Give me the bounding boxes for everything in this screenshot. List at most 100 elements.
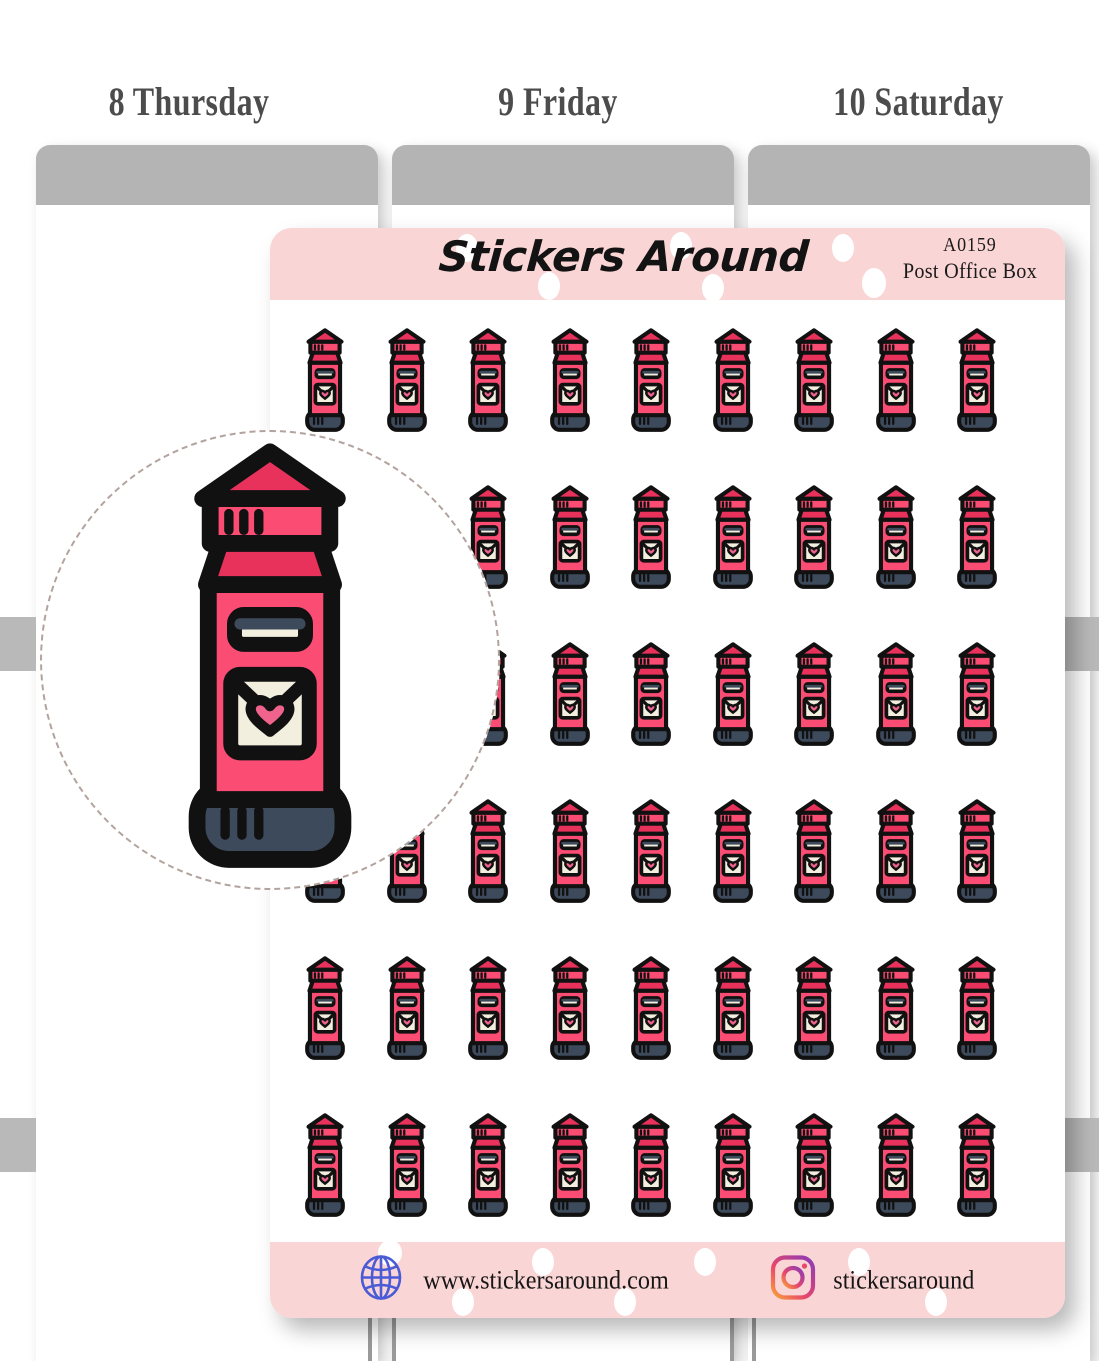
post-office-box-sticker-art <box>712 642 753 746</box>
post-office-box-sticker-art <box>875 956 916 1060</box>
post-office-box-sticker[interactable] <box>547 485 593 590</box>
post-office-box-sticker-art <box>712 328 753 432</box>
decorative-dot <box>538 272 560 300</box>
post-office-box-sticker[interactable] <box>547 799 593 904</box>
post-office-box-sticker[interactable] <box>873 642 919 747</box>
post-office-box-sticker[interactable] <box>302 956 348 1061</box>
decorative-dot <box>702 274 724 300</box>
post-office-box-sticker[interactable] <box>384 328 430 433</box>
post-office-box-sticker-art <box>305 328 345 432</box>
post-office-box-sticker[interactable] <box>873 799 919 904</box>
post-office-box-sticker[interactable] <box>384 1113 430 1218</box>
post-office-box-sticker-art <box>875 328 916 432</box>
post-office-box-sticker-art <box>631 1113 671 1217</box>
post-office-box-sticker[interactable] <box>547 328 593 433</box>
post-office-box-sticker[interactable] <box>710 799 756 904</box>
post-office-box-sticker[interactable] <box>628 642 674 747</box>
post-office-box-sticker-art <box>549 485 590 589</box>
post-office-box-sticker[interactable] <box>873 328 919 433</box>
post-office-box-sticker[interactable] <box>873 485 919 590</box>
post-office-box-sticker[interactable] <box>628 1113 674 1218</box>
post-office-box-sticker-art <box>712 956 753 1060</box>
instagram-link[interactable]: stickersaround <box>770 1255 980 1306</box>
post-office-box-sticker[interactable] <box>710 1113 756 1218</box>
post-office-box-sticker[interactable] <box>710 642 756 747</box>
decorative-dot <box>532 1248 554 1276</box>
post-office-box-sticker-art <box>957 1113 997 1217</box>
planner-side-tab-right-1[interactable] <box>1060 617 1099 671</box>
website-link[interactable]: www.stickersaround.com <box>360 1255 678 1306</box>
post-office-box-sticker-art <box>305 1113 345 1217</box>
post-office-box-sticker-art <box>188 443 352 868</box>
sticker-grid <box>270 300 1065 1318</box>
post-office-box-sticker[interactable] <box>791 1113 837 1218</box>
post-office-box-sticker[interactable] <box>791 956 837 1061</box>
post-office-box-sticker[interactable] <box>791 328 837 433</box>
decorative-dot <box>452 1288 474 1316</box>
post-office-box-sticker[interactable] <box>791 799 837 904</box>
post-office-box-sticker[interactable] <box>873 956 919 1061</box>
post-office-box-sticker-art <box>794 485 834 589</box>
planner-page-header-1 <box>36 145 378 205</box>
post-office-box-sticker-art <box>468 1113 508 1217</box>
planner-side-tab-right-2[interactable] <box>1060 1118 1099 1172</box>
post-office-box-sticker-art <box>305 956 345 1060</box>
instagram-icon <box>770 1255 816 1306</box>
post-office-box-sticker-art <box>386 1113 427 1217</box>
post-office-box-sticker-art <box>631 799 671 903</box>
post-office-box-sticker[interactable] <box>465 328 511 433</box>
post-office-box-sticker[interactable] <box>954 485 1000 590</box>
post-office-box-sticker[interactable] <box>302 1113 348 1218</box>
post-office-box-sticker-art <box>875 799 916 903</box>
post-office-box-sticker[interactable] <box>791 485 837 590</box>
post-office-box-sticker[interactable] <box>954 642 1000 747</box>
post-office-box-sticker-art <box>468 799 508 903</box>
post-office-box-sticker-art <box>957 485 997 589</box>
post-office-box-sticker-art <box>549 956 590 1060</box>
post-office-box-sticker-art <box>794 799 834 903</box>
decorative-dot <box>848 1248 870 1276</box>
magnified-sticker-preview <box>40 430 500 890</box>
post-office-box-sticker-art <box>712 485 753 589</box>
planner-day-title-2: 9 Friday <box>498 79 618 124</box>
decorative-dot <box>614 1288 636 1316</box>
planner-side-tab-left-2[interactable] <box>0 1118 36 1172</box>
post-office-box-sticker-art <box>631 485 671 589</box>
post-office-box-sticker-art <box>957 642 997 746</box>
post-office-box-sticker[interactable] <box>628 485 674 590</box>
post-office-box-sticker[interactable] <box>547 956 593 1061</box>
post-office-box-sticker[interactable] <box>465 956 511 1061</box>
post-office-box-sticker[interactable] <box>710 485 756 590</box>
post-office-box-sticker[interactable] <box>710 328 756 433</box>
product-code-block: A0159 Post Office Box <box>897 234 1043 284</box>
post-office-box-sticker[interactable] <box>954 1113 1000 1218</box>
planner-divider-line-4 <box>752 1316 756 1361</box>
post-office-box-sticker[interactable] <box>954 956 1000 1061</box>
post-office-box-sticker[interactable] <box>465 799 511 904</box>
post-office-box-sticker[interactable] <box>384 956 430 1061</box>
post-office-box-sticker[interactable] <box>302 328 348 433</box>
post-office-box-sticker-art <box>549 642 590 746</box>
post-office-box-sticker[interactable] <box>628 956 674 1061</box>
post-office-box-sticker[interactable] <box>547 642 593 747</box>
post-office-box-sticker[interactable] <box>628 328 674 433</box>
post-office-box-sticker[interactable] <box>791 642 837 747</box>
post-office-box-sticker[interactable] <box>547 1113 593 1218</box>
magnified-post-office-box-sticker <box>175 443 365 878</box>
planner-day-title-3: 10 Saturday <box>833 79 1004 124</box>
planner-side-tab-left-1[interactable] <box>0 617 36 671</box>
post-office-box-sticker-art <box>549 799 590 903</box>
post-office-box-sticker[interactable] <box>954 328 1000 433</box>
post-office-box-sticker-art <box>712 1113 753 1217</box>
planner-day-title-1: 8 Thursday <box>108 79 270 124</box>
post-office-box-sticker[interactable] <box>954 799 1000 904</box>
post-office-box-sticker[interactable] <box>628 799 674 904</box>
post-office-box-sticker-art <box>549 328 590 432</box>
post-office-box-sticker[interactable] <box>710 956 756 1061</box>
post-office-box-sticker-art <box>468 956 508 1060</box>
post-office-box-sticker-art <box>386 956 427 1060</box>
post-office-box-sticker[interactable] <box>465 1113 511 1218</box>
post-office-box-sticker-art <box>386 328 427 432</box>
post-office-box-sticker[interactable] <box>873 1113 919 1218</box>
planner-page-header-3 <box>748 145 1090 205</box>
